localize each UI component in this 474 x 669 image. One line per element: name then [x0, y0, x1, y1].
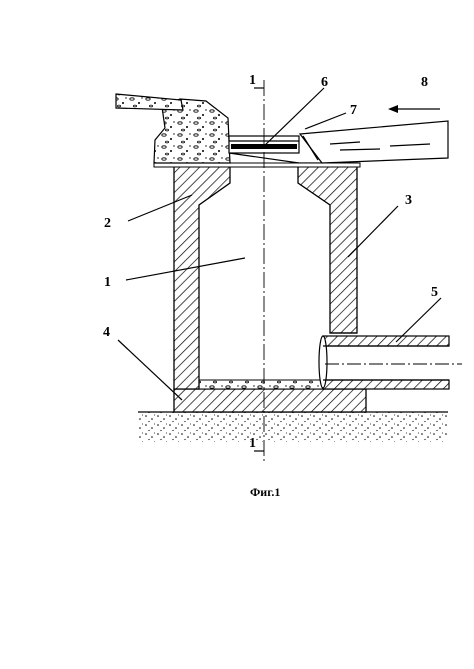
left-pavement [115, 93, 184, 111]
top-frame [153, 162, 361, 168]
label-8: 8 [421, 75, 428, 90]
label-6: 6 [321, 75, 328, 90]
label-4: 4 [103, 325, 110, 340]
label-1: 1 [104, 275, 111, 290]
bottom-sediment [198, 379, 328, 390]
outlet-pipe-end [318, 335, 328, 389]
ground-layer [138, 412, 448, 442]
section-mark-top: 1 [249, 73, 256, 88]
flow-arrow-head [388, 105, 398, 113]
outlet-pipe-upper-wall [322, 335, 450, 347]
base-slab [173, 388, 367, 413]
right-pavement [298, 120, 449, 164]
left-wall [173, 162, 231, 390]
label-3: 3 [405, 193, 412, 208]
right-wall [297, 162, 358, 334]
pipe-lower-wall [322, 379, 450, 390]
figure-caption: Фиг.1 [250, 485, 280, 499]
label-7: 7 [350, 103, 357, 118]
label-2: 2 [104, 216, 111, 231]
section-mark-bottom: 1 [249, 436, 256, 451]
label-5: 5 [431, 285, 438, 300]
